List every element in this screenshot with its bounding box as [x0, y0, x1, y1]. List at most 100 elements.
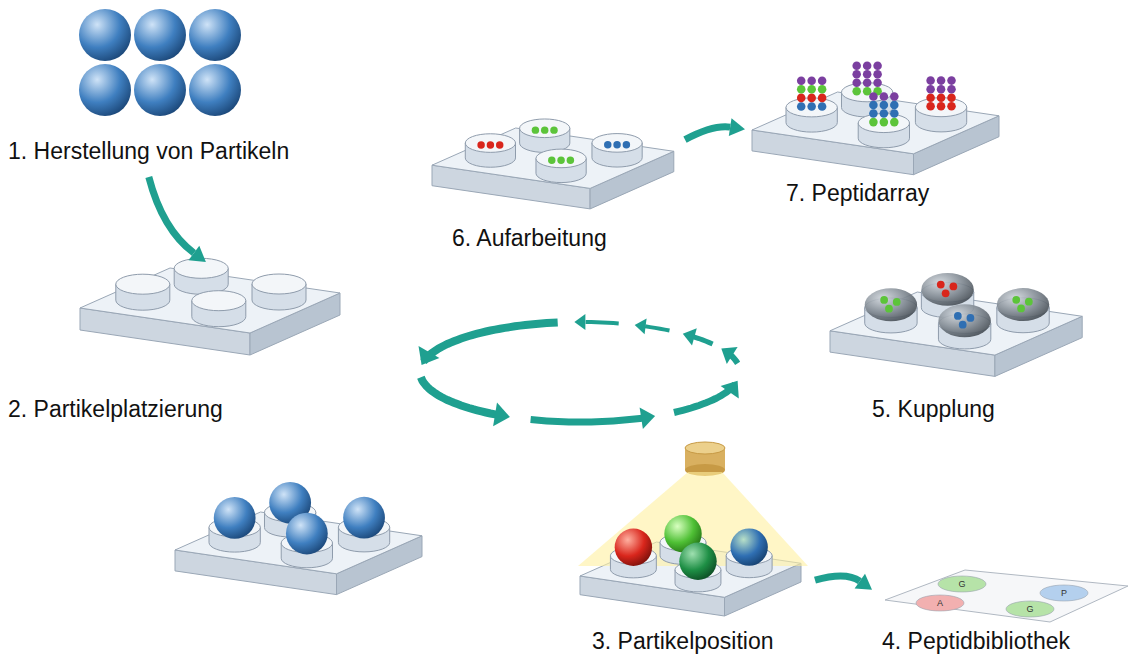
peptide-dot: [557, 157, 564, 164]
peptide-dot: [942, 289, 950, 297]
step-caption: 2. Partikelplatzierung: [8, 396, 223, 422]
peptide-dot: [890, 118, 899, 127]
process-step: 3. Partikelposition: [575, 440, 815, 659]
peptide-dot: [869, 118, 878, 127]
cycle-arrow: [586, 322, 619, 324]
peptide-dot: [863, 61, 872, 70]
process-step: 7. Peptidarray: [745, 40, 1020, 215]
cycle-arrowhead: [493, 403, 510, 427]
flow-line: [149, 177, 194, 253]
process-step: 5. Kupplung: [825, 282, 1085, 428]
arrowhead: [729, 118, 745, 136]
bead: [214, 497, 256, 539]
well-top: [592, 134, 642, 153]
particle: [189, 64, 241, 116]
peptide-dot: [880, 296, 888, 304]
peptide-dot: [959, 321, 967, 329]
peptide-dot: [818, 94, 827, 103]
peptide-dot: [954, 312, 962, 320]
peptide-dot: [807, 94, 816, 103]
peptide-dot: [947, 93, 956, 102]
peptide-dot: [937, 93, 946, 102]
cycle-arrowhead: [683, 328, 697, 345]
bead: [343, 497, 385, 539]
library-spot: [938, 576, 986, 592]
peptide-dot: [880, 101, 889, 110]
peptide-dot: [937, 102, 946, 111]
peptide-dot: [869, 92, 878, 101]
cycle-arrowhead: [721, 347, 737, 364]
peptide-dot: [880, 109, 889, 118]
process-step: 2. Partikelplatzierung: [0, 262, 355, 428]
step-caption: 4. Peptidbibliothek: [882, 628, 1070, 654]
peptide-dot: [950, 283, 958, 291]
peptide-dot: [818, 102, 827, 111]
library-spot: [1040, 585, 1088, 601]
cycle-arrow: [531, 418, 646, 422]
process-step: 1. Herstellung von Partikeln: [0, 5, 310, 177]
peptide-dot: [852, 61, 861, 70]
peptide-dot: [885, 305, 893, 313]
peptide-dot: [926, 93, 935, 102]
flow-arrow: [815, 574, 872, 590]
plate-top: [175, 512, 422, 574]
well-top: [116, 274, 170, 294]
peptide-dot: [548, 157, 555, 164]
step-caption: 1. Herstellung von Partikeln: [8, 138, 289, 164]
peptide-dot: [604, 141, 611, 148]
coupling-dome: [865, 288, 917, 321]
peptide-dot: [873, 70, 882, 79]
peptide-dot: [926, 85, 935, 94]
flow-arrow: [685, 118, 745, 139]
peptide-dot: [487, 141, 494, 148]
peptide-dot: [613, 141, 620, 148]
peptide-dot: [550, 126, 557, 133]
cycle-arrowhead: [419, 346, 440, 365]
library-spot: [916, 595, 964, 611]
step-caption: 5. Kupplung: [872, 396, 995, 422]
well-top: [465, 134, 515, 153]
peptide-dot: [890, 92, 899, 101]
projector-top: [685, 442, 725, 454]
peptide-dot: [937, 85, 946, 94]
coupling-dome: [921, 273, 973, 306]
coupling-dome: [938, 304, 990, 337]
coded-bead: [615, 529, 652, 566]
amino-acid-letter: P: [1061, 588, 1067, 598]
well-top: [252, 274, 306, 294]
peptide-dot: [477, 141, 484, 148]
cycle-arrowhead: [635, 319, 647, 335]
particle: [79, 9, 131, 61]
peptide-dot: [496, 141, 503, 148]
peptide-dot: [818, 85, 827, 94]
process-step: 4. Peptidbibliothek: [872, 568, 1136, 659]
peptide-dot: [869, 109, 878, 118]
peptide-dot: [947, 102, 956, 111]
peptide-dot: [567, 157, 574, 164]
coupling-dome: [997, 288, 1049, 321]
cycle-arrow: [421, 377, 500, 415]
peptide-dot: [893, 298, 901, 306]
library-spot: [1006, 601, 1054, 617]
process-step: 6. Aufarbeitung: [425, 120, 685, 260]
coded-bead: [679, 543, 716, 580]
peptide-dot: [873, 61, 882, 70]
peptide-dot: [532, 126, 539, 133]
peptide-dot: [797, 94, 806, 103]
cycle-arrowhead: [574, 314, 585, 330]
peptide-dot: [797, 77, 806, 86]
step-caption: 3. Partikelposition: [592, 628, 774, 654]
peptide-dot: [852, 70, 861, 79]
bead: [286, 513, 328, 555]
cycle-arrowhead: [640, 407, 656, 429]
peptide-dot: [937, 281, 945, 289]
cycle-arrowhead: [721, 381, 739, 399]
peptide-dot: [869, 101, 878, 110]
peptide-dot: [863, 79, 872, 88]
peptide-dot: [818, 77, 827, 86]
flow-arrow: [149, 177, 206, 262]
peptide-dot: [880, 118, 889, 127]
